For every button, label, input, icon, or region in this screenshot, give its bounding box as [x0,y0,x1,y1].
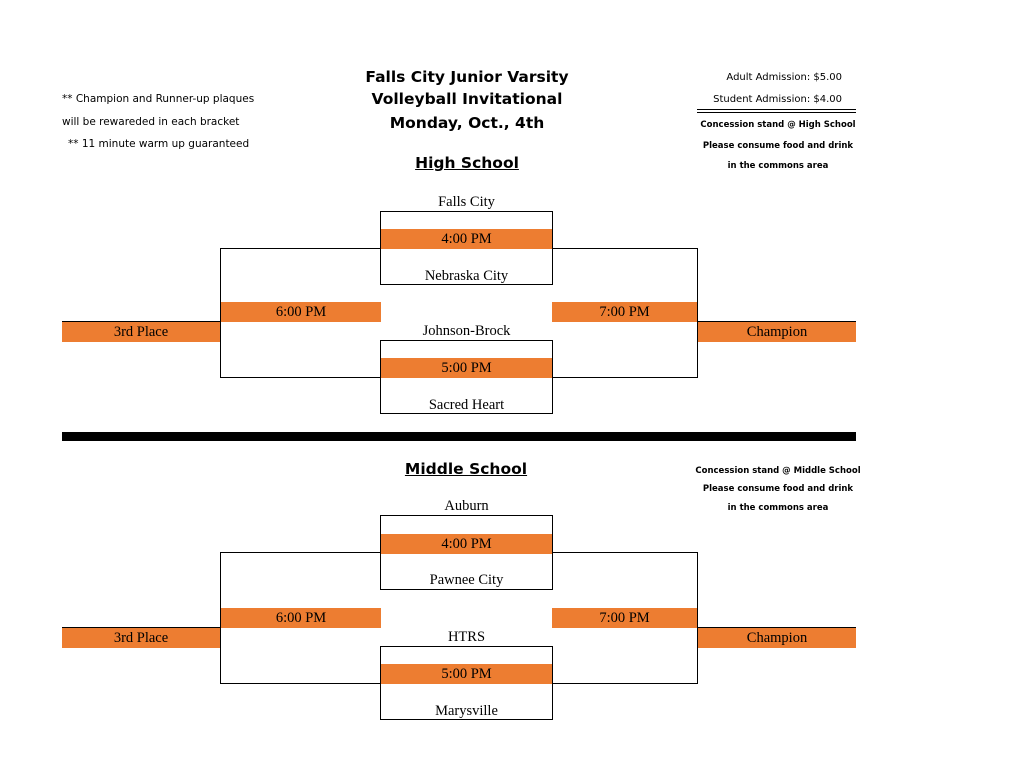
admission-divider-1 [697,109,856,110]
hs-team-2: Nebraska City [424,268,509,284]
hs-match1-time: 4:00 PM [381,229,552,249]
hs-team-1: Falls City [438,194,495,210]
note-plaques: ** Champion and Runner-up plaques [62,93,255,105]
note-warmup: ** 11 minute warm up guaranteed [68,138,250,150]
hs-champion: Champion [698,322,856,342]
ms-concession-line-2: Please consume food and drink [702,484,854,494]
ms-match1-time: 4:00 PM [381,534,552,554]
ms-third-place-match-time: 6:00 PM [221,608,381,628]
ms-match2-time: 5:00 PM [381,664,552,684]
adult-admission: Adult Admission: $5.00 [726,72,842,83]
middle-school-title: Middle School [404,460,528,478]
event-title-line-2: Volleyball Invitational [371,90,563,108]
ms-third-place: 3rd Place [62,628,220,648]
ms-concession-line-1: Concession stand @ Middle School [695,466,861,476]
hs-team-4: Sacred Heart [428,397,505,413]
hs-championship-match-time: 7:00 PM [552,302,697,322]
hs-concession-line-3: in the commons area [727,161,829,171]
admission-divider-2 [697,112,856,113]
hs-third-place-match-time: 6:00 PM [221,302,381,322]
section-divider [62,432,856,441]
ms-team-4: Marysville [435,703,498,719]
event-date: Monday, Oct., 4th [389,114,545,132]
hs-concession-line-1: Concession stand @ High School [700,120,856,130]
ms-champion: Champion [698,628,856,648]
event-title-line-1: Falls City Junior Varsity [365,68,569,86]
ms-team-1: Auburn [444,498,489,514]
ms-championship-match-time: 7:00 PM [552,608,697,628]
hs-concession-line-2: Please consume food and drink [702,141,854,151]
high-school-title: High School [415,154,519,172]
ms-team-3: HTRS [447,629,486,645]
hs-team-3: Johnson-Brock [422,323,511,339]
ms-concession-line-3: in the commons area [727,503,829,513]
student-admission: Student Admission: $4.00 [713,94,842,105]
note-brackets: will be rewareded in each bracket [62,116,240,128]
ms-team-2: Pawnee City [429,572,504,588]
hs-match2-time: 5:00 PM [381,358,552,378]
hs-third-place: 3rd Place [62,322,220,342]
